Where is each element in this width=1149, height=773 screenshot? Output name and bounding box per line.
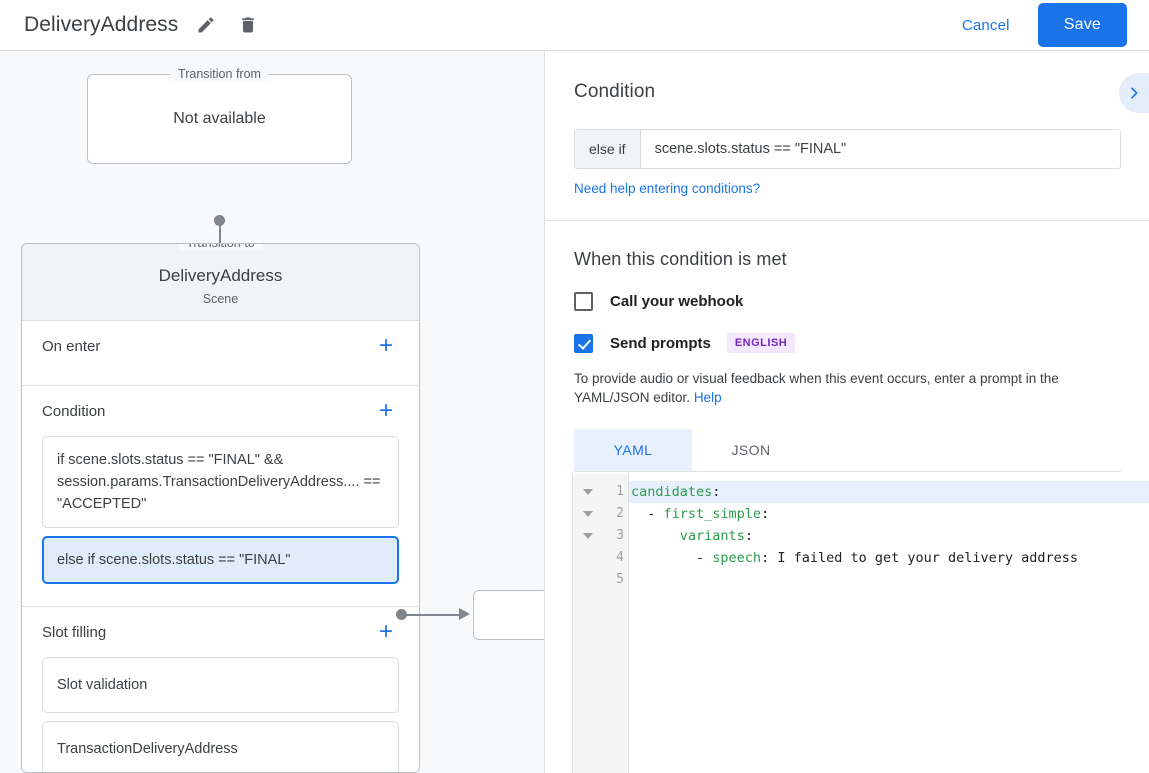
- section-condition: Condition + if scene.slots.status == "FI…: [22, 386, 419, 607]
- when-condition-met-section: When this condition is met Call your web…: [546, 221, 1149, 472]
- tab-json[interactable]: JSON: [731, 442, 771, 458]
- transition-to-legend: Transition to: [178, 244, 263, 250]
- condition-operator: else if: [575, 130, 641, 168]
- section-on-enter: On enter +: [22, 321, 419, 386]
- code-token: candidates: [631, 484, 713, 500]
- transition-from-card[interactable]: Transition from Not available: [87, 67, 352, 164]
- condition-section: Condition else if Need help entering con…: [546, 51, 1149, 221]
- pencil-icon[interactable]: [192, 11, 220, 39]
- condition-output-arrowhead: [459, 608, 470, 620]
- condition-item[interactable]: if scene.slots.status == "FINAL" && sess…: [42, 436, 399, 528]
- code-token: first_simple: [663, 506, 762, 522]
- tab-yaml[interactable]: YAML: [574, 429, 692, 471]
- code-token: :: [744, 528, 753, 544]
- code-token: [631, 528, 680, 544]
- flow-canvas[interactable]: Transition from Not available Transition…: [0, 51, 545, 773]
- call-webhook-checkbox[interactable]: [574, 292, 593, 311]
- transition-from-legend: Transition from: [170, 67, 269, 81]
- line-number: 4: [616, 550, 624, 565]
- send-prompts-checkbox-row[interactable]: Send prompts ENGLISH: [574, 333, 1121, 353]
- code-token: variants: [679, 528, 745, 544]
- condition-heading: Condition: [574, 81, 656, 102]
- send-prompts-checkbox[interactable]: [574, 333, 593, 353]
- section-title-on-enter: On enter: [42, 337, 101, 355]
- code-token: :: [761, 506, 770, 522]
- add-on-enter-button[interactable]: +: [378, 332, 393, 359]
- line-number: 5: [616, 572, 624, 587]
- webhook-checkbox-row[interactable]: Call your webhook: [574, 292, 1121, 311]
- fold-spacer: [573, 569, 603, 591]
- scene-header: DeliveryAddress Scene: [22, 244, 419, 321]
- slot-item[interactable]: TransactionDeliveryAddress: [42, 721, 399, 772]
- fold-triangle-icon[interactable]: [573, 503, 603, 525]
- code-token: -: [631, 550, 713, 566]
- cancel-button[interactable]: Cancel: [948, 9, 1024, 42]
- section-title-condition: Condition: [42, 402, 106, 420]
- condition-output-line: [404, 614, 462, 616]
- add-slot-filling-button[interactable]: +: [378, 618, 393, 645]
- condition-item-selected[interactable]: else if scene.slots.status == "FINAL": [42, 536, 399, 584]
- fold-triangle-icon[interactable]: [573, 481, 603, 503]
- target-node-card[interactable]: [473, 590, 544, 640]
- section-header: Slot filling +: [42, 607, 399, 657]
- editor-format-tabs: YAML JSON: [574, 429, 1121, 472]
- scene-name: DeliveryAddress: [158, 266, 283, 285]
- code-line[interactable]: candidates:: [629, 481, 1149, 503]
- code-line[interactable]: variants:: [629, 525, 1149, 547]
- when-met-heading: When this condition is met: [574, 249, 787, 269]
- code-line[interactable]: - speech: I failed to get your delivery …: [629, 547, 1149, 569]
- scene-type: Scene: [202, 292, 239, 306]
- fold-spacer: [573, 547, 603, 569]
- code-token: -: [631, 506, 664, 522]
- yaml-code-editor[interactable]: 1 2 3 4 5 candidates: - first_simple: varian…: [572, 474, 1149, 773]
- editor-code-content[interactable]: candidates: - first_simple: variants: - …: [629, 474, 1149, 773]
- condition-output-dot: [396, 609, 407, 620]
- add-condition-button[interactable]: +: [378, 397, 393, 424]
- code-token: : I failed to get your delivery address: [761, 550, 1079, 566]
- editor-fold-column[interactable]: [573, 474, 603, 773]
- description-text: To provide audio or visual feedback when…: [574, 371, 1059, 405]
- transition-from-value: Not available: [173, 110, 266, 127]
- transition-to-card[interactable]: Transition to DeliveryAddress Scene On e…: [21, 243, 420, 773]
- call-webhook-label: Call your webhook: [610, 293, 744, 310]
- page-title: DeliveryAddress: [24, 13, 179, 36]
- content-area: Transition from Not available Transition…: [0, 51, 1149, 773]
- editor-line-number-gutter: 1 2 3 4 5: [603, 474, 629, 773]
- line-number: 3: [616, 528, 624, 543]
- condition-expression-input[interactable]: [640, 130, 1120, 168]
- help-link[interactable]: Help: [693, 390, 722, 405]
- code-line[interactable]: [629, 569, 1149, 591]
- send-prompts-label: Send prompts: [610, 334, 711, 352]
- code-token: :: [712, 484, 721, 500]
- code-line[interactable]: - first_simple:: [629, 503, 1149, 525]
- top-app-bar: DeliveryAddress Cancel Save: [0, 0, 1149, 51]
- section-slot-filling: Slot filling + Slot validation Transacti…: [22, 607, 419, 772]
- line-number: 1: [616, 484, 624, 499]
- condition-input-row[interactable]: else if: [574, 129, 1121, 169]
- chevron-right-icon[interactable]: [1119, 73, 1149, 113]
- fold-triangle-icon[interactable]: [573, 525, 603, 547]
- section-title-slot-filling: Slot filling: [42, 623, 107, 641]
- section-header: Condition +: [42, 386, 399, 436]
- details-panel: Condition else if Need help entering con…: [546, 51, 1149, 773]
- trash-icon[interactable]: [234, 11, 262, 39]
- code-token: speech: [712, 550, 762, 566]
- section-header: On enter +: [42, 321, 399, 371]
- slot-validation-item[interactable]: Slot validation: [42, 657, 399, 713]
- send-prompts-description: To provide audio or visual feedback when…: [574, 369, 1121, 407]
- condition-help-link[interactable]: Need help entering conditions?: [574, 181, 761, 196]
- line-number: 2: [616, 506, 624, 521]
- save-button[interactable]: Save: [1037, 3, 1127, 47]
- language-badge: ENGLISH: [726, 333, 796, 353]
